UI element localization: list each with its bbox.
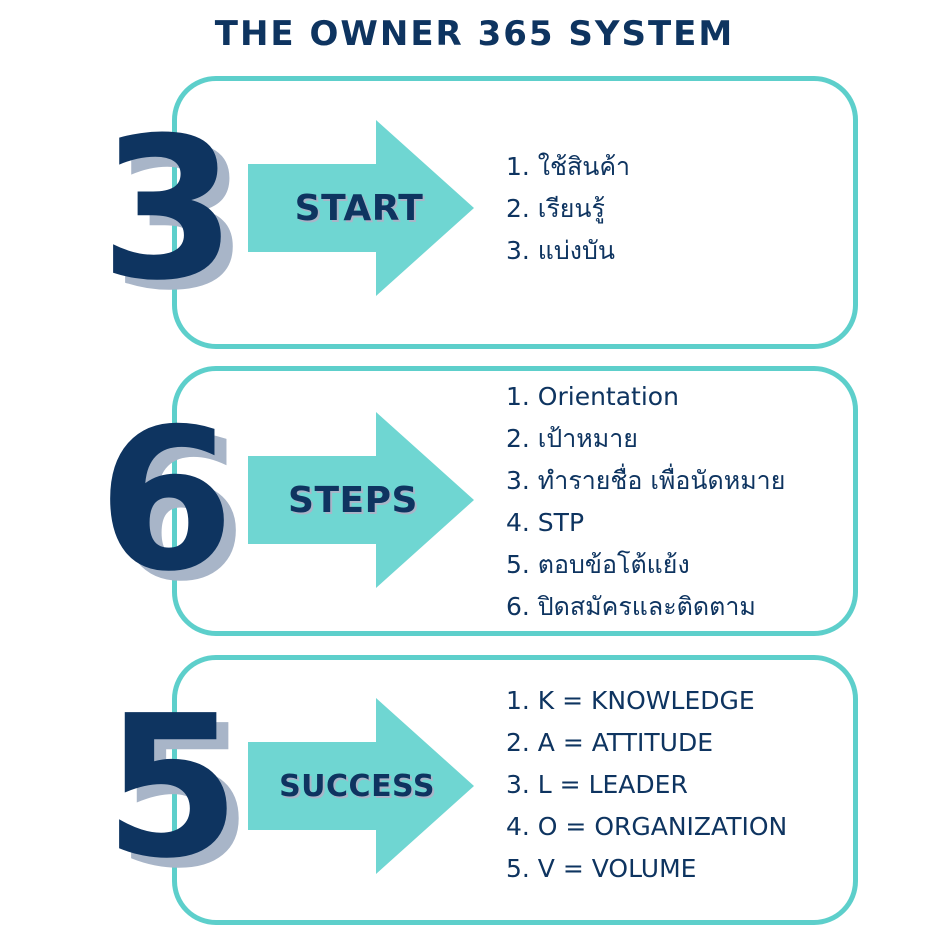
arrow-right-icon [248, 698, 474, 874]
arrow-steps: STEPS [248, 412, 474, 588]
section-number-steps: 6 [98, 387, 235, 615]
list-item: 4. STP [506, 508, 585, 537]
list-item: 2. A = ATTITUDE [506, 728, 713, 757]
arrow-right-icon [248, 120, 474, 296]
section-number-start: 3 [100, 96, 237, 324]
list-item: 1. K = KNOWLEDGE [506, 686, 755, 715]
list-item: 3. แบ่งบัน [506, 236, 615, 265]
list-item: 6. ปิดสมัครและติดตาม [506, 592, 756, 621]
list-steps: 1. Orientation 2. เป้าหมาย 3. ทำรายชื่อ … [506, 376, 785, 628]
section-number-success: 5 [104, 674, 241, 902]
list-item: 3. ทำรายชื่อ เพื่อนัดหมาย [506, 466, 786, 495]
list-item: 5. V = VOLUME [506, 854, 697, 883]
arrow-start: START [248, 120, 474, 296]
arrow-right-icon [248, 412, 474, 588]
list-item: 2. เรียนรู้ [506, 194, 605, 223]
list-item: 4. O = ORGANIZATION [506, 812, 788, 841]
list-item: 5. ตอบข้อโต้แย้ง [506, 550, 690, 579]
page-title: THE OWNER 365 SYSTEM [214, 14, 735, 54]
arrow-success: SUCCESS [248, 698, 474, 874]
list-item: 3. L = LEADER [506, 770, 688, 799]
arrow-label-start: START [294, 187, 424, 229]
arrow-label-success: SUCCESS [279, 768, 435, 804]
list-start: 1. ใช้สินค้า 2. เรียนรู้ 3. แบ่งบัน [506, 146, 630, 272]
list-item: 1. ใช้สินค้า [506, 152, 631, 181]
list-success: 1. K = KNOWLEDGE 2. A = ATTITUDE 3. L = … [506, 680, 787, 890]
list-item: 1. Orientation [506, 382, 679, 411]
list-item: 2. เป้าหมาย [506, 424, 638, 453]
arrow-label-steps: STEPS [288, 479, 418, 521]
